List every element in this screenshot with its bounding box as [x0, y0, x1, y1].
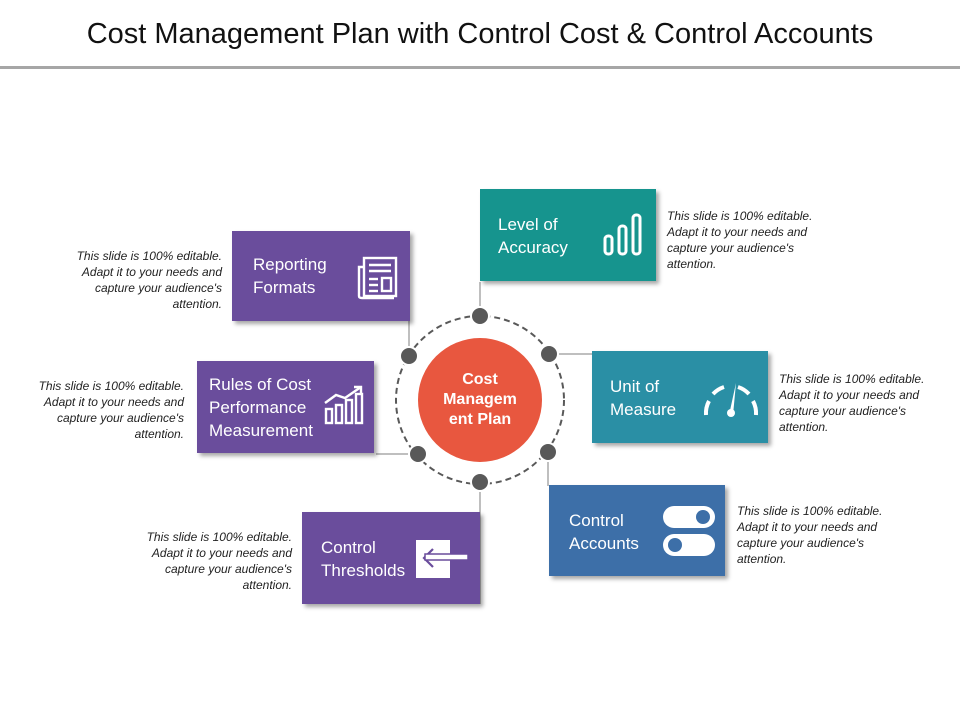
- desc-accounts-l4: attention.: [737, 552, 787, 566]
- desc-thresholds: This slide is 100% editable. Adapt it to…: [122, 529, 292, 593]
- desc-unit-l2: Adapt it to your needs and: [779, 388, 920, 402]
- desc-unit-l4: attention.: [779, 420, 829, 434]
- toggle-switches-icon: [663, 506, 715, 556]
- desc-accuracy-l3: capture your audience's: [667, 241, 795, 255]
- arrow-left-icon: [416, 540, 469, 578]
- desc-accounts-l3: capture your audience's: [737, 536, 865, 550]
- card-level-of-accuracy: Level of Accuracy: [480, 189, 656, 281]
- center-label-line2: Managem: [443, 391, 517, 408]
- card-accuracy-line2: Accuracy: [498, 238, 568, 257]
- card-thresholds-line1: Control: [321, 538, 376, 557]
- newspaper-icon: [357, 256, 398, 300]
- card-accuracy-label: Level of Accuracy: [498, 213, 568, 259]
- center-circle: [418, 338, 542, 462]
- bar-chart-icon: [603, 213, 642, 256]
- card-accounts-label: Control Accounts: [569, 509, 639, 555]
- card-reporting-line1: Reporting: [253, 255, 327, 274]
- desc-accuracy-l1: This slide is 100% editable.: [667, 209, 813, 223]
- slide-title: Cost Management Plan with Control Cost &…: [86, 18, 874, 50]
- desc-accuracy: This slide is 100% editable. Adapt it to…: [667, 208, 837, 272]
- desc-accounts-l1: This slide is 100% editable.: [737, 504, 883, 518]
- card-accounts-line1: Control: [569, 511, 624, 530]
- card-unit-line1: Unit of: [610, 377, 660, 396]
- desc-thresholds-l1: This slide is 100% editable.: [146, 530, 292, 544]
- center-label-line1: Cost: [462, 371, 498, 388]
- card-rules-line1: Rules of Cost: [209, 375, 312, 394]
- card-reporting-line2: Formats: [253, 278, 316, 297]
- desc-thresholds-l2: Adapt it to your needs and: [151, 546, 292, 560]
- card-accuracy-line1: Level of: [498, 215, 558, 234]
- card-unit-of-measure: Unit of Measure: [592, 351, 768, 443]
- card-control-accounts: Control Accounts: [549, 485, 725, 576]
- card-unit-label: Unit of Measure: [610, 375, 676, 421]
- card-control-thresholds: Control Thresholds: [302, 512, 480, 604]
- desc-rules: This slide is 100% editable. Adapt it to…: [14, 378, 184, 442]
- desc-unit-l1: This slide is 100% editable.: [779, 372, 925, 386]
- card-thresholds-line2: Thresholds: [321, 561, 406, 580]
- desc-thresholds-l3: capture your audience's: [164, 562, 292, 576]
- title-divider: [0, 66, 960, 69]
- node-accuracy: [470, 306, 490, 326]
- bar-chart-trend-icon: [324, 385, 364, 425]
- desc-unit: This slide is 100% editable. Adapt it to…: [779, 371, 949, 435]
- desc-unit-l3: capture your audience's: [779, 404, 907, 418]
- desc-reporting-l1: This slide is 100% editable.: [76, 249, 222, 263]
- center-label: Cost Managem ent Plan: [420, 370, 540, 430]
- card-rules-line2: Performance: [209, 398, 307, 417]
- node-accounts: [538, 442, 558, 462]
- node-thresholds: [470, 472, 490, 492]
- desc-thresholds-l4: attention.: [242, 578, 292, 592]
- desc-reporting-l2: Adapt it to your needs and: [81, 265, 222, 279]
- desc-rules-l4: attention.: [134, 427, 184, 441]
- desc-reporting-l4: attention.: [172, 297, 222, 311]
- card-accounts-line2: Accounts: [569, 534, 639, 553]
- desc-reporting: This slide is 100% editable. Adapt it to…: [52, 248, 222, 312]
- desc-accuracy-l4: attention.: [667, 257, 717, 271]
- card-rules-of-cost: Rules of Cost Performance Measurement: [197, 361, 374, 453]
- node-reporting: [399, 346, 419, 366]
- desc-rules-l3: capture your audience's: [56, 411, 184, 425]
- desc-accounts-l2: Adapt it to your needs and: [737, 520, 878, 534]
- gauge-icon: [703, 383, 759, 417]
- card-rules-line3: Measurement: [209, 421, 313, 440]
- card-reporting-label: Reporting Formats: [253, 253, 327, 299]
- desc-rules-l2: Adapt it to your needs and: [43, 395, 184, 409]
- card-unit-line2: Measure: [610, 400, 677, 419]
- desc-rules-l1: This slide is 100% editable.: [38, 379, 184, 393]
- card-rules-label: Rules of Cost Performance Measurement: [209, 373, 313, 442]
- node-unit: [539, 344, 559, 364]
- card-reporting-formats: Reporting Formats: [232, 231, 410, 321]
- desc-accounts: This slide is 100% editable. Adapt it to…: [737, 503, 907, 567]
- center-label-line3: ent Plan: [448, 411, 512, 428]
- desc-accuracy-l2: Adapt it to your needs and: [667, 225, 808, 239]
- card-thresholds-label: Control Thresholds: [321, 536, 405, 582]
- desc-reporting-l3: capture your audience's: [94, 281, 222, 295]
- node-rules: [408, 444, 428, 464]
